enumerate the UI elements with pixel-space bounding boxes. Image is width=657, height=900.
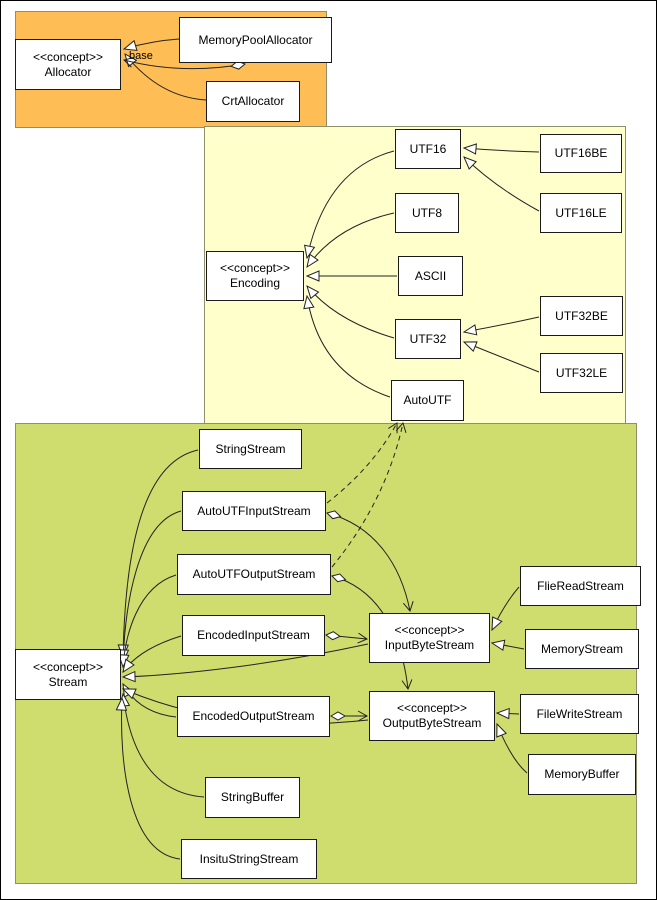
node-label: Encoding — [229, 276, 281, 290]
node-label: AutoUTF — [403, 393, 452, 407]
node-label: MemoryPoolAllocator — [198, 32, 313, 47]
node-stereotype: <<concept>> — [32, 659, 104, 674]
node-utf8: UTF8 — [395, 193, 459, 233]
node-stream-concept: <<concept>> Stream — [15, 649, 121, 700]
node-label: Allocator — [44, 64, 92, 79]
node-autoutf-input-stream: AutoUTFInputStream — [182, 491, 326, 531]
node-memory-pool-allocator: MemoryPoolAllocator — [179, 17, 332, 63]
node-label: EncodedOutputStream — [192, 709, 315, 723]
node-file-write-stream: FileWriteStream — [520, 694, 639, 734]
node-memory-stream: MemoryStream — [525, 629, 639, 669]
node-label: FlieReadStream — [537, 578, 624, 593]
node-label: Stream — [48, 674, 88, 689]
node-label: MemoryStream — [540, 641, 623, 656]
node-label: InsituStringStream — [199, 851, 299, 866]
node-input-byte-stream-concept: <<concept>> InputByteStream — [369, 613, 490, 663]
node-label: UTF32LE — [555, 365, 608, 380]
node-label: AutoUTFOutputStream — [192, 567, 316, 581]
node-output-byte-stream-concept: <<concept>> OutputByteStream — [369, 691, 495, 741]
node-flie-read-stream: FlieReadStream — [520, 566, 641, 606]
node-label: UTF16 — [409, 141, 447, 156]
node-stereotype: <<concept>> — [32, 49, 104, 64]
node-insitu-string-stream: InsituStringStream — [181, 839, 317, 879]
node-string-stream: StringStream — [199, 429, 302, 469]
node-label: ASCII — [414, 268, 447, 283]
node-label: StringStream — [215, 441, 286, 456]
node-autoutf: AutoUTF — [391, 380, 464, 421]
node-label: UTF8 — [412, 205, 442, 220]
node-utf16le: UTF16LE — [540, 193, 622, 233]
node-encoded-input-stream: EncodedInputStream — [182, 615, 325, 656]
node-encoded-output-stream: EncodedOutputStream — [177, 696, 330, 737]
node-label: CrtAllocator — [221, 94, 285, 108]
node-utf16be: UTF16BE — [540, 134, 622, 173]
node-label: MemoryBuffer — [544, 767, 620, 781]
node-stereotype: <<concept>> — [396, 701, 468, 715]
node-stereotype: <<concept>> — [394, 623, 465, 637]
node-label: UTF32BE — [555, 308, 608, 323]
node-label: OutputByteStream — [382, 716, 482, 730]
node-label: EncodedInputStream — [197, 628, 310, 642]
node-encoding-concept: <<concept>> Encoding — [206, 251, 304, 301]
node-utf32be: UTF32BE — [540, 296, 623, 336]
node-crt-allocator: CrtAllocator — [206, 81, 300, 122]
node-label: FileWriteStream — [536, 706, 623, 721]
node-utf16: UTF16 — [395, 129, 461, 169]
node-utf32le: UTF32LE — [540, 353, 623, 393]
node-memory-buffer: MemoryBuffer — [528, 754, 636, 795]
node-autoutf-output-stream: AutoUTFOutputStream — [177, 554, 331, 595]
node-label: UTF32 — [409, 331, 447, 346]
node-label: UTF16BE — [554, 146, 608, 160]
node-label: AutoUTFInputStream — [197, 503, 311, 518]
node-label: InputByteStream — [384, 638, 475, 652]
node-ascii: ASCII — [398, 256, 463, 296]
node-label: StringBuffer — [220, 790, 285, 804]
node-stereotype: <<concept>> — [219, 261, 291, 275]
node-label: UTF16LE — [555, 205, 607, 220]
node-allocator-concept: <<concept>> Allocator — [15, 39, 121, 90]
node-string-buffer: StringBuffer — [205, 777, 300, 818]
node-utf32: UTF32 — [395, 319, 461, 359]
